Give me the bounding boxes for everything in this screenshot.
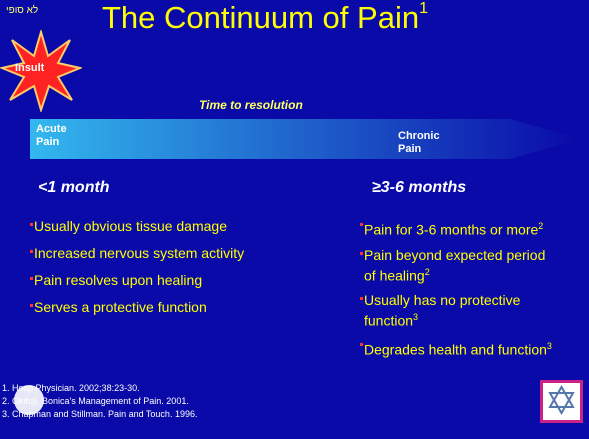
footnote-marker: 2 bbox=[538, 221, 544, 231]
time-to-resolution-label: Time to resolution bbox=[199, 98, 303, 112]
list-item: Usually has no protective function3 bbox=[360, 292, 560, 330]
bullet-text: Usually has no protective function bbox=[364, 292, 521, 329]
chronic-characteristics-list: Pain for 3-6 months or more2 Pain beyond… bbox=[360, 218, 560, 367]
bullet-text: Usually obvious tissue damage bbox=[34, 218, 227, 234]
list-item: Usually obvious tissue damage bbox=[30, 218, 280, 235]
logo-mark-icon bbox=[548, 384, 575, 416]
list-item: Serves a protective function bbox=[30, 299, 280, 316]
list-item: Pain beyond expected period of healing2 bbox=[360, 247, 560, 285]
insult-burst-icon bbox=[0, 30, 82, 112]
chronic-label-line2: Pain bbox=[398, 143, 422, 155]
continuum-arrow bbox=[30, 119, 580, 159]
bullet-text: Pain resolves upon healing bbox=[34, 272, 203, 288]
list-item: Pain resolves upon healing bbox=[30, 272, 280, 289]
acute-label-line2: Pain bbox=[36, 136, 60, 148]
bullet-text: Pain for 3-6 months or more bbox=[364, 221, 539, 238]
insult-label: Insult bbox=[15, 62, 45, 74]
reference-item: 1. Hosp Physician. 2002;38:23-30. bbox=[2, 383, 140, 393]
publisher-logo bbox=[14, 385, 44, 415]
bullet-text: Pain beyond expected period of healing bbox=[364, 246, 546, 284]
footnote-marker: 3 bbox=[546, 340, 552, 351]
acute-duration-heading: <1 month bbox=[38, 179, 110, 196]
bullet-text: Increased nervous system activity bbox=[34, 245, 245, 261]
reference-item: 2. Okifuji. Bonica's Management of Pain.… bbox=[2, 396, 189, 406]
references: 1. Hosp Physician. 2002;38:23-30. 2. Oki… bbox=[2, 382, 332, 421]
chronic-pain-label: Chronic Pain bbox=[398, 130, 440, 156]
association-logo bbox=[540, 380, 583, 423]
chronic-label-line1: Chronic bbox=[398, 130, 440, 142]
acute-label-line1: Acute bbox=[36, 123, 67, 135]
bullet-text: Degrades health and function bbox=[364, 341, 547, 358]
list-item: Degrades health and function3 bbox=[360, 338, 560, 359]
title-footnote-marker: 1 bbox=[419, 0, 428, 17]
slide-title: The Continuum of Pain1 bbox=[102, 0, 428, 36]
reference-item: 3. Chapman and Stillman. Pain and Touch.… bbox=[2, 409, 198, 419]
chronic-duration-heading: ≥3-6 months bbox=[372, 179, 467, 196]
acute-characteristics-list: Usually obvious tissue damage Increased … bbox=[30, 218, 280, 326]
draft-note: לא סופי bbox=[6, 5, 39, 16]
footnote-marker: 3 bbox=[413, 312, 419, 323]
acute-pain-label: Acute Pain bbox=[36, 123, 67, 149]
list-item: Increased nervous system activity bbox=[30, 245, 280, 262]
bullet-text: Serves a protective function bbox=[34, 299, 207, 315]
footnote-marker: 2 bbox=[424, 266, 430, 277]
list-item: Pain for 3-6 months or more2 bbox=[360, 218, 560, 239]
slide-title-text: The Continuum of Pain bbox=[102, 0, 420, 35]
